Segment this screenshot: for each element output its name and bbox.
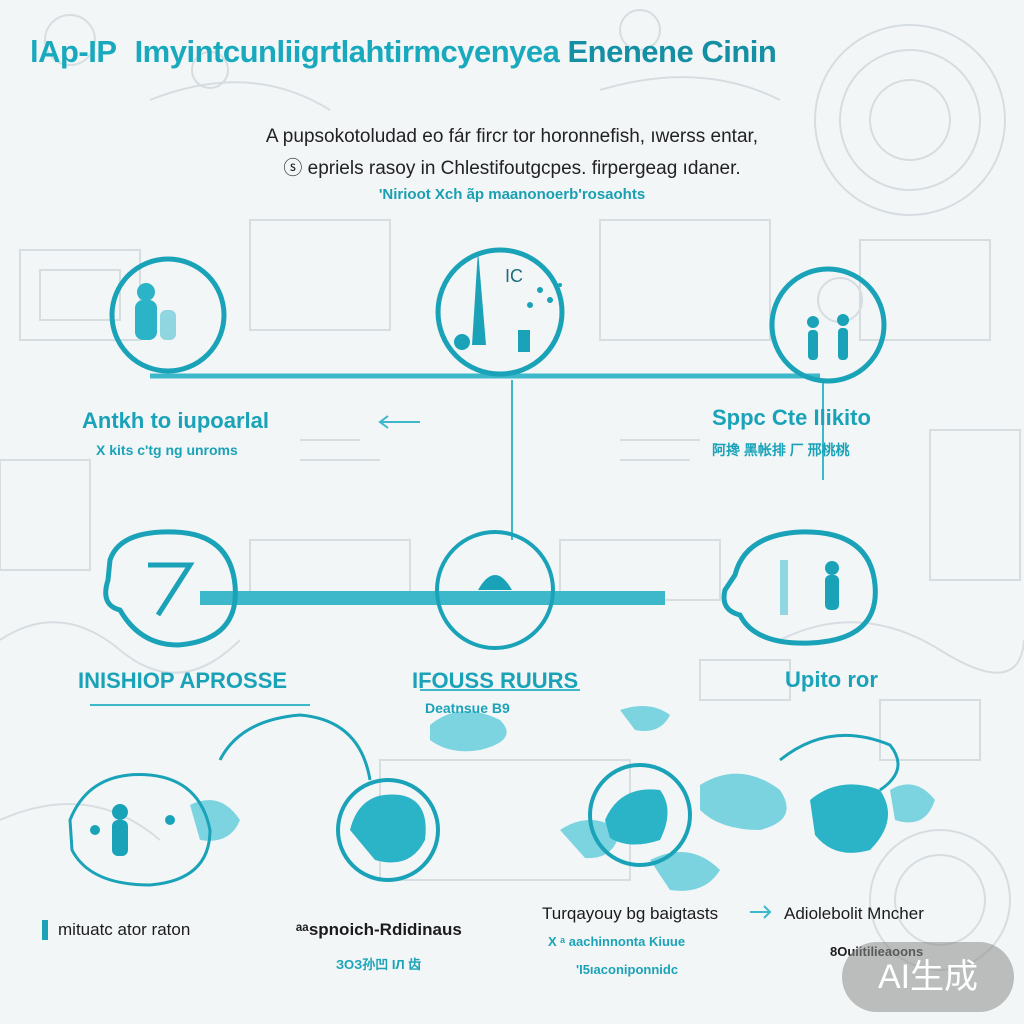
connector-lines xyxy=(90,373,824,919)
node-top-center xyxy=(435,247,565,377)
node-mid-center xyxy=(435,530,555,650)
node-top-left xyxy=(109,256,227,374)
node-top-center-figures: IC xyxy=(454,250,562,352)
intro-line-3: 'Nirioot Xch ãp maanonoerb'rosaohts xyxy=(378,186,646,203)
small-arrow-right-head xyxy=(763,905,772,919)
bottom-item-3-sub-2: 'I5ıaconiponnidc xyxy=(576,962,679,977)
right-top-subtitle: 阿搀 黑帐排 厂 邢桃桃 xyxy=(712,442,850,458)
intro-line-2: ⓢ epriels rasoy in Chlestifoutgcpes. fir… xyxy=(283,158,741,179)
center-mid-subtitle: Deatnsue B9 xyxy=(425,700,510,716)
title-main: Imyintcunliigrtlahtirmcyenyea xyxy=(134,34,560,69)
node-mid-center-dome-icon xyxy=(478,575,512,590)
intro-line-1: A pupsokotoludad eo fár fircr tor horonn… xyxy=(265,126,759,147)
bottom-item-3: Turqayouy bg baigtasts xyxy=(542,904,719,923)
center-mid-title: IFOUSS RUURS xyxy=(412,668,579,693)
right-mid-title: Upito ror xyxy=(785,667,878,692)
ai-generated-badge: AI生成 xyxy=(842,942,1014,1012)
node-bottom-2-fill xyxy=(350,794,426,863)
node-mid-left xyxy=(103,529,238,648)
node-top-left-figures xyxy=(135,283,176,340)
left-top-subtitle: X kits c'tg ng unroms xyxy=(96,442,238,458)
bottom-item-2: ᵃᵃspnoich-Rdidinaus xyxy=(296,920,462,939)
node-mid-right xyxy=(721,529,878,646)
node-top-right-figures xyxy=(807,314,849,360)
page-title: lAp-IP Imyintcunliigrtlahtirmcyenyea Enen… xyxy=(30,34,1000,70)
bottom-item-2-sub: ЗОЗ孙凹 ІЛ 齿 xyxy=(336,957,422,972)
svg-text:IC: IC xyxy=(505,266,523,286)
bottom-item-1: mituatc ator raton xyxy=(58,920,191,939)
node-bottom-2 xyxy=(336,778,440,882)
title-prefix: lAp-IP xyxy=(30,34,117,69)
small-arrow-left-head xyxy=(378,415,389,429)
left-top-title: Antkh to iupoarlal xyxy=(82,408,269,433)
node-mid-right-figures xyxy=(780,560,839,615)
node-bottom-4-fill xyxy=(810,784,888,853)
bottom-item-3-sub-1: X ᵃ aachinnonta Kiuue xyxy=(548,934,686,949)
node-top-right xyxy=(769,266,887,384)
node-mid-left-seven-icon xyxy=(148,562,195,617)
node-bottom-4 xyxy=(779,733,900,792)
bottom-marker xyxy=(42,920,48,940)
left-mid-title: INISHIOP APROSSE xyxy=(78,668,288,693)
node-bottom-3-fill xyxy=(605,789,668,845)
node-bottom-1-figures xyxy=(90,804,175,856)
node-bottom-1 xyxy=(68,713,372,887)
right-top-title: Sppc Cte Ilikito xyxy=(712,405,871,430)
node-bottom-3 xyxy=(588,763,692,867)
bottom-item-4: Adiolebolit Mncher xyxy=(784,904,924,923)
title-tail: Enenene Cinin xyxy=(567,34,777,69)
